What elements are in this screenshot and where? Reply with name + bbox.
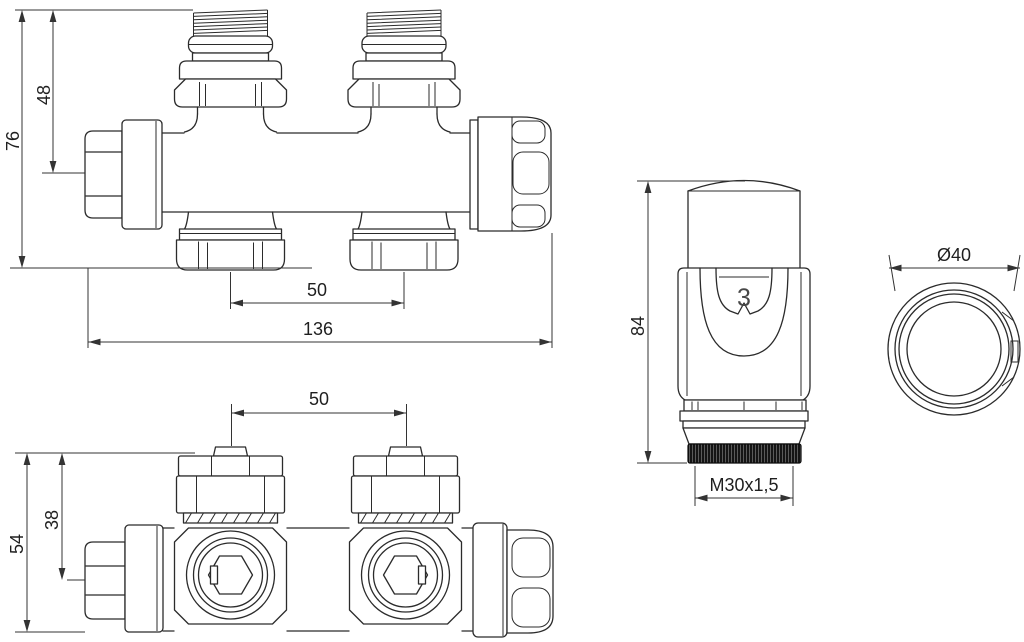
bottom-union-nut-left: [175, 211, 286, 271]
top-union-connection-left: [173, 9, 288, 133]
dim-diameter-label: Ø40: [937, 245, 971, 265]
top-union-connection-right: [347, 9, 461, 133]
thermostatic-head-side-view: 3 84 M30x1,5: [628, 179, 811, 506]
valve-body-top: [162, 527, 474, 632]
dim-height-to-axis-label: 48: [34, 85, 54, 105]
dim-depth-to-axis-label: 38: [42, 510, 62, 530]
thermostatic-head-top-view: Ø40: [887, 245, 1021, 416]
valve-insert-right: [350, 446, 461, 524]
head-base-rings: [679, 399, 809, 464]
dim-thread-label: M30x1,5: [709, 475, 778, 495]
valve-front-view: 76 48 50 136: [3, 9, 553, 348]
head-dial-cylinder: [687, 179, 801, 269]
right-end-nut: [469, 116, 552, 232]
dim-head-height-label: 84: [628, 316, 648, 336]
top-view-dimensions: 50 54 38: [7, 389, 407, 633]
front-view-dimensions: 76 48 50 136: [3, 9, 553, 348]
left-hex-cap: [84, 119, 163, 230]
dim-total-width-label: 136: [303, 319, 333, 339]
thread-knurl-ring: [687, 443, 802, 464]
left-hex-cap-top: [84, 524, 164, 633]
valve-port-right: [348, 527, 463, 625]
head-dimensions: 84 M30x1,5: [628, 180, 794, 506]
valve-body: [161, 132, 471, 213]
head-top-dimensions: Ø40: [888, 245, 1021, 292]
dial-number: 3: [737, 284, 751, 312]
dim-top-spacing-label: 50: [309, 389, 329, 409]
valve-insert-left: [175, 446, 286, 524]
dim-connection-spacing-label: 50: [307, 280, 327, 300]
bottom-union-nut-right: [349, 211, 459, 271]
right-end-nut-top: [472, 522, 554, 638]
dim-total-depth-label: 54: [7, 534, 27, 554]
head-clip-detail: [1001, 311, 1019, 387]
valve-top-view: 50 54 38: [7, 389, 554, 638]
valve-port-left: [173, 527, 288, 625]
dim-total-height-label: 76: [3, 131, 23, 151]
head-shell: 3: [677, 267, 811, 401]
